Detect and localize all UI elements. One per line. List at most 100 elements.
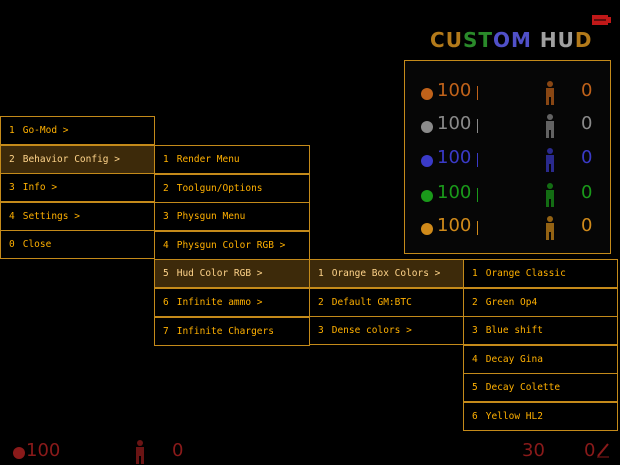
hud-preview-row: 100 0 bbox=[405, 78, 610, 108]
title-letter: T bbox=[478, 28, 493, 52]
menu-item-l4-decay-gina[interactable]: 4 Decay Gina bbox=[463, 344, 618, 374]
separator bbox=[477, 153, 478, 167]
menu-item-number: 7 bbox=[163, 325, 169, 337]
armor-value: 0 bbox=[581, 113, 593, 134]
menu-item-number: 1 bbox=[318, 268, 324, 279]
menu-item-number: 4 bbox=[9, 210, 15, 222]
title-letter: C bbox=[430, 28, 446, 52]
menu-item-number: 3 bbox=[163, 211, 169, 223]
health-value: 100 bbox=[437, 182, 472, 203]
armor-suit-icon bbox=[546, 183, 554, 207]
health-value: 100 bbox=[437, 147, 472, 168]
menu-item-label: Behavior Config > bbox=[22, 153, 120, 165]
menu-item-label: Decay Gina bbox=[485, 353, 543, 365]
menu-item-number: 2 bbox=[163, 182, 169, 194]
title-letter: S bbox=[462, 28, 479, 52]
menu-item-l2-physgun-menu[interactable]: 3 Physgun Menu bbox=[154, 202, 310, 232]
menu-item-label: Toolgun/Options bbox=[176, 182, 263, 194]
armor-suit-icon bbox=[546, 148, 554, 172]
menu-item-l1-close[interactable]: 0 Close bbox=[0, 230, 155, 260]
menu-item-label: Settings > bbox=[22, 210, 80, 222]
menu-item-number: 3 bbox=[9, 182, 15, 194]
menu-item-number: 3 bbox=[472, 325, 478, 337]
hud-preview-row: 100 0 bbox=[405, 145, 610, 175]
menu-item-label: Close bbox=[22, 239, 52, 251]
health-icon bbox=[421, 88, 433, 100]
hud-preview-row: 100 0 bbox=[405, 213, 610, 243]
armor-suit-icon bbox=[546, 114, 554, 138]
menu-item-l1-go-mod[interactable]: 1 Go-Mod > bbox=[0, 116, 155, 145]
custom-hud-title: CUSTOM HUD bbox=[430, 28, 593, 52]
menu-item-label: Go-Mod > bbox=[22, 125, 69, 136]
menu-item-number: 2 bbox=[472, 296, 478, 308]
armor-suit-icon bbox=[546, 216, 554, 240]
menu-item-l4-blue-shift[interactable]: 3 Blue shift bbox=[463, 316, 618, 346]
menu-item-number: 0 bbox=[9, 239, 15, 251]
health-icon bbox=[421, 223, 433, 235]
menu-item-l4-yellow-hl2[interactable]: 6 Yellow HL2 bbox=[463, 402, 618, 431]
title-letter: O bbox=[493, 28, 512, 52]
menu-item-label: Blue shift bbox=[485, 325, 543, 337]
menu-item-l2-toolgun-options[interactable]: 2 Toolgun/Options bbox=[154, 173, 310, 203]
armor-value: 0 bbox=[581, 147, 593, 168]
health-icon bbox=[421, 155, 433, 167]
menu-item-number: 1 bbox=[9, 125, 15, 136]
title-letter: U bbox=[557, 28, 575, 52]
menu-item-number: 5 bbox=[472, 382, 478, 394]
hud-preview-panel: 100 0 100 0 100 0 100 0 100 0 bbox=[404, 60, 611, 254]
menu-item-l1-settings[interactable]: 4 Settings > bbox=[0, 201, 155, 231]
title-letter: D bbox=[574, 28, 593, 52]
health-icon bbox=[421, 190, 433, 202]
title-letter: U bbox=[445, 28, 463, 52]
menu-item-l1-info[interactable]: 3 Info > bbox=[0, 173, 155, 203]
separator bbox=[477, 119, 478, 133]
menu-item-number: 1 bbox=[472, 268, 478, 279]
menu-item-l2-infinite-ammo[interactable]: 6 Infinite ammo > bbox=[154, 288, 310, 317]
armor-value: 0 bbox=[581, 182, 593, 203]
menu-item-l3-dense-colors[interactable]: 3 Dense colors > bbox=[309, 316, 464, 346]
health-value: 100 bbox=[437, 80, 472, 101]
separator bbox=[477, 221, 478, 235]
menu-item-label: Orange Box Colors > bbox=[331, 268, 441, 279]
armor-suit-icon bbox=[546, 81, 554, 105]
menu-item-number: 6 bbox=[472, 411, 478, 422]
menu-item-l3-orange-box-colors[interactable]: 1 Orange Box Colors > bbox=[309, 259, 464, 288]
pencil-icon bbox=[597, 443, 609, 458]
menu-item-label: Yellow HL2 bbox=[485, 411, 543, 422]
armor-value: 0 bbox=[581, 80, 593, 101]
health-value: 100 bbox=[437, 215, 472, 236]
health-icon bbox=[13, 447, 25, 459]
menu-item-label: Green Op4 bbox=[485, 296, 538, 308]
hud-preview-row: 100 0 bbox=[405, 180, 610, 210]
menu-item-l3-default-gm-btc[interactable]: 2 Default GM:BTC bbox=[309, 287, 464, 317]
title-letter: M bbox=[511, 28, 532, 52]
armor-suit-icon bbox=[136, 440, 144, 464]
health-icon bbox=[421, 121, 433, 133]
hud-preview-row: 100 0 bbox=[405, 111, 610, 141]
title-letter bbox=[532, 28, 540, 52]
menu-item-label: Info > bbox=[22, 182, 58, 194]
separator bbox=[477, 188, 478, 202]
menu-item-l4-green-op4[interactable]: 2 Green Op4 bbox=[463, 287, 618, 317]
menu-item-label: Default GM:BTC bbox=[331, 296, 412, 308]
ammo-reserve-value: 0 bbox=[584, 440, 596, 461]
menu-item-number: 3 bbox=[318, 325, 324, 337]
menu-item-number: 4 bbox=[163, 239, 169, 251]
health-value: 100 bbox=[26, 440, 61, 461]
menu-item-label: Infinite ammo > bbox=[176, 297, 263, 308]
menu-item-number: 4 bbox=[472, 353, 478, 365]
menu-item-label: Hud Color RGB > bbox=[176, 268, 263, 280]
menu-item-number: 2 bbox=[318, 296, 324, 308]
menu-item-number: 6 bbox=[163, 297, 169, 308]
menu-item-label: Dense colors > bbox=[331, 325, 412, 337]
health-value: 100 bbox=[437, 113, 472, 134]
menu-item-label: Physgun Menu bbox=[176, 211, 246, 223]
armor-value: 0 bbox=[581, 215, 593, 236]
